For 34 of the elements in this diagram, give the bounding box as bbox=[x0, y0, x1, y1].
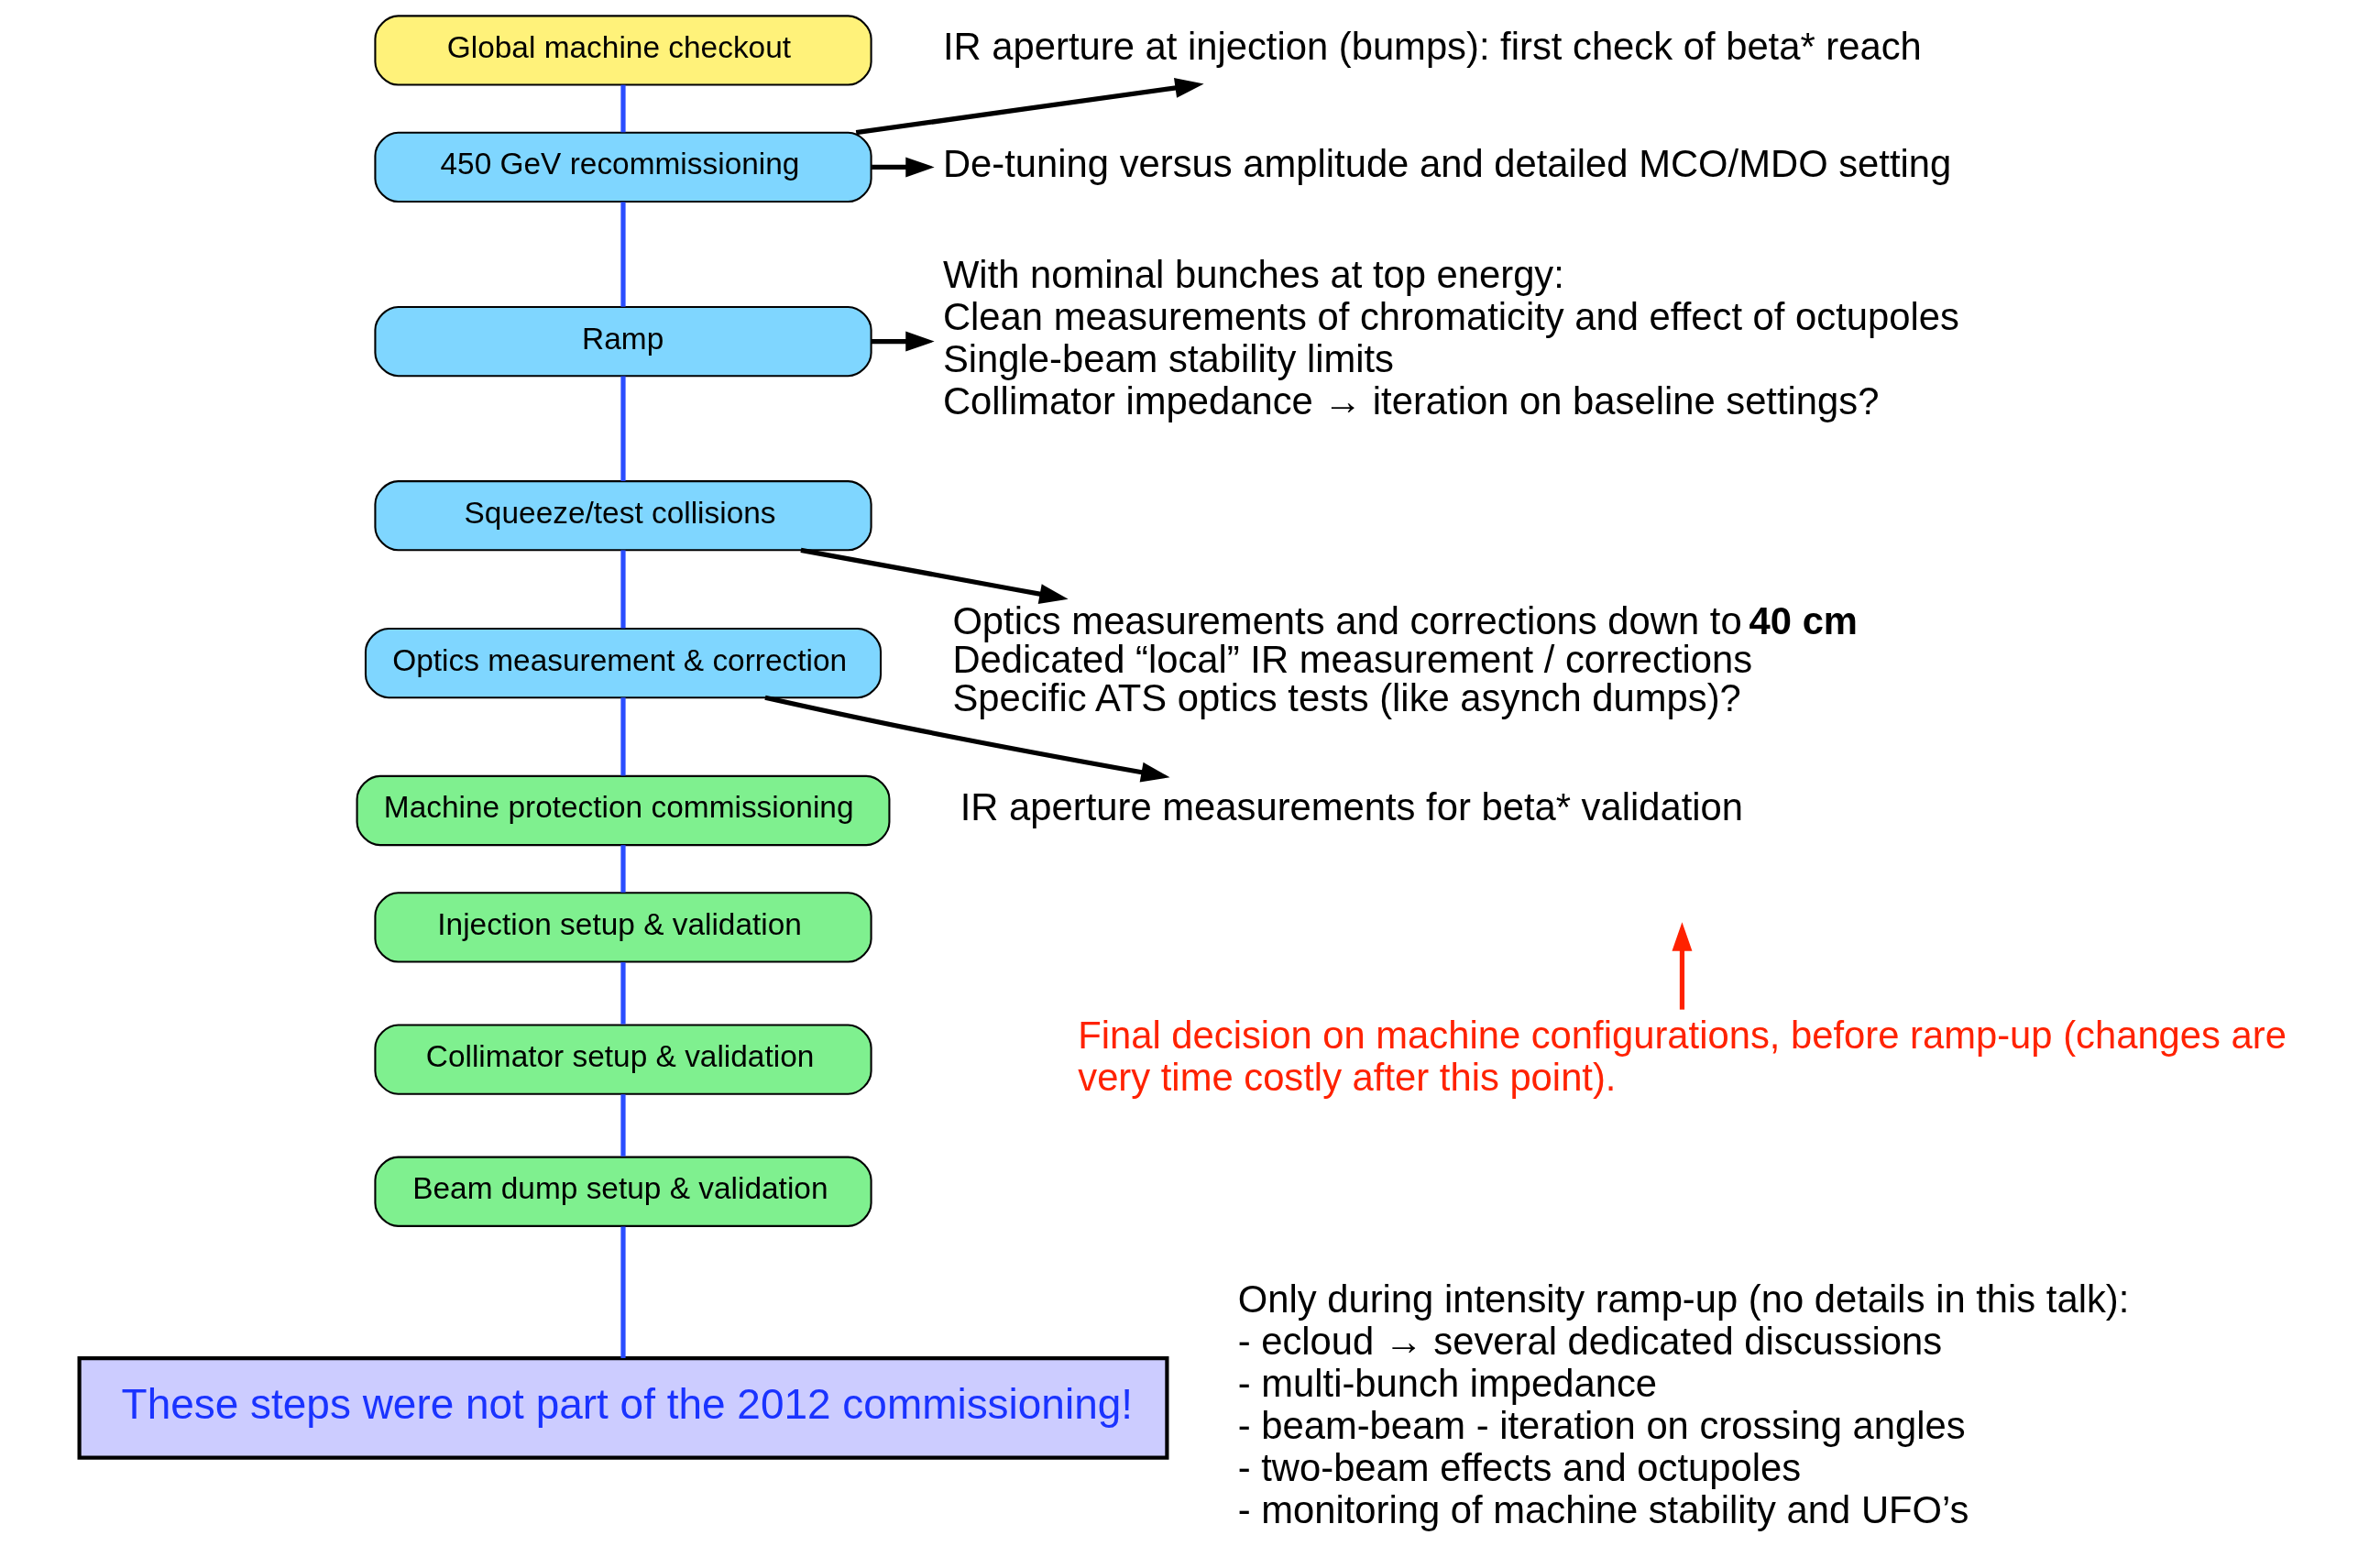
node-text: Optics measurements and corrections down to 40 cm Dedicated “local” IR measurement / corrections Specific ATS optics tests (like asynch dumps)? bbox=[951, 598, 1858, 719]
connector bbox=[620, 376, 626, 481]
node-box: Collimator setup & validation bbox=[373, 1023, 872, 1095]
node-box: Global machine checkout bbox=[373, 14, 872, 86]
connector bbox=[620, 84, 626, 132]
node-box: Injection setup & validation bbox=[373, 891, 872, 963]
label: Only during intensity ramp-up (no details in this talk): bbox=[1237, 1277, 2129, 1321]
node-text: Final decision on machine configurations, before ramp-up (changes are very time costly after this point). bbox=[1077, 1013, 2287, 1099]
connector bbox=[620, 844, 626, 893]
connector bbox=[620, 549, 626, 629]
node-text: IR aperture measurements for beta* validation bbox=[960, 784, 1743, 828]
arrow bbox=[871, 331, 935, 352]
connector bbox=[620, 696, 626, 775]
arrow bbox=[1671, 921, 1692, 1010]
node-box: Beam dump setup & validation bbox=[373, 1156, 872, 1227]
connector bbox=[620, 201, 626, 307]
connector bbox=[620, 1093, 626, 1157]
connector bbox=[620, 961, 626, 1025]
connector bbox=[620, 1226, 626, 1358]
arrow bbox=[799, 547, 1069, 604]
label: - multi-bunch impedance bbox=[1237, 1361, 1657, 1405]
node-box: 450 GeV recommissioning bbox=[373, 131, 872, 203]
arrow bbox=[871, 156, 935, 177]
node-box: Machine protection commissioning bbox=[356, 774, 890, 846]
label: - two-beam effects and octupoles bbox=[1237, 1445, 1801, 1489]
node-text: De-tuning versus amplitude and detailed MCO/MDO setting bbox=[942, 141, 1951, 185]
arrow bbox=[763, 695, 1169, 783]
node-text: IR aperture at injection (bumps): first check of beta* reach bbox=[942, 24, 1922, 68]
node-box: Optics measurement & correction bbox=[364, 627, 882, 698]
node-text: With nominal bunches at top energy: Clean measurements of chromaticity and effect of octupoles Single-beam stability limits Collimator impedance → iteration on baseline settings? bbox=[942, 252, 1959, 422]
node-box: Ramp bbox=[373, 305, 872, 377]
arrow bbox=[855, 77, 1204, 135]
node-box: Squeeze/test collisions bbox=[373, 479, 872, 551]
node-box: These steps were not part of the 2012 commissioning! bbox=[77, 1355, 1168, 1460]
